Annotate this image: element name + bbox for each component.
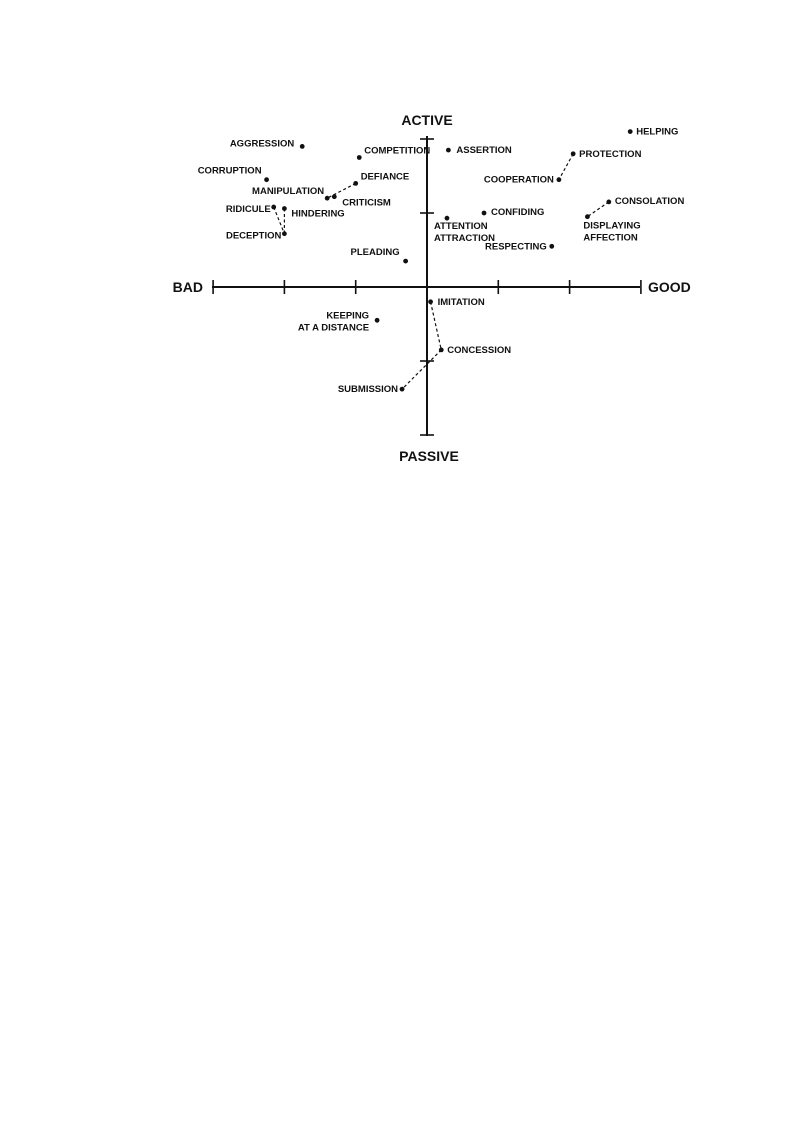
- data-point: [282, 231, 287, 237]
- connection-line: [587, 201, 610, 218]
- data-point: [282, 206, 287, 211]
- data-label: ASSERTION: [456, 145, 512, 156]
- data-point: [627, 129, 633, 135]
- data-label: SUBMISSION: [338, 384, 398, 395]
- data-label: CONSOLATION: [615, 196, 685, 207]
- data-label: DEFIANCE: [361, 171, 410, 182]
- data-point: [428, 299, 433, 305]
- data-point: [271, 204, 277, 210]
- data-point: [353, 181, 359, 186]
- axis-label-left: BAD: [173, 279, 203, 295]
- data-point: [331, 194, 337, 200]
- data-point: [606, 199, 612, 205]
- data-label: CRITICISM: [342, 198, 391, 209]
- data-label: IMITATION: [438, 297, 485, 308]
- connections: [273, 153, 610, 390]
- data-label: AGGRESSION: [230, 138, 295, 149]
- connection-line: [273, 206, 285, 234]
- data-label: COMPETITION: [364, 146, 430, 157]
- data-label: MANIPULATION: [252, 186, 324, 197]
- data-label: HINDERING: [291, 209, 344, 220]
- data-point: [356, 155, 362, 160]
- data-label: PROTECTION: [579, 149, 641, 160]
- data-point: [438, 347, 444, 353]
- data-label: CONFIDING: [491, 207, 544, 218]
- data-label: HELPING: [636, 127, 678, 138]
- data-points: HELPING PROTECTION COOPERATION CONSOLATION D…: [198, 127, 685, 396]
- data-point: [556, 177, 562, 183]
- data-label: CORRUPTION: [198, 166, 262, 177]
- data-label: PLEADING: [351, 247, 400, 258]
- data-point: [374, 317, 380, 323]
- connection-line: [401, 349, 442, 390]
- axes: ACTIVE PASSIVE BAD GOOD: [173, 112, 691, 464]
- data-label: CONCESSION: [447, 345, 511, 356]
- axis-label-bottom: PASSIVE: [399, 448, 459, 464]
- data-point: [549, 243, 555, 249]
- axis-label-top: ACTIVE: [401, 112, 452, 128]
- data-label: COOPERATION: [484, 175, 554, 186]
- connection-line: [558, 153, 574, 180]
- data-label: RESPECTING: [485, 241, 547, 252]
- data-point: [264, 177, 269, 183]
- data-label: RIDICULE: [226, 204, 271, 215]
- connection-line: [326, 182, 356, 199]
- data-label: DECEPTION: [226, 231, 282, 242]
- data-point: [399, 386, 405, 392]
- data-point: [299, 144, 305, 149]
- data-point: [324, 195, 330, 201]
- data-point: [570, 151, 576, 157]
- axis-ticks: [212, 138, 642, 436]
- data-point: [444, 215, 450, 221]
- axis-label-right: GOOD: [648, 279, 691, 295]
- data-point: [481, 210, 487, 216]
- connection-line: [429, 301, 442, 351]
- data-point: [585, 214, 590, 220]
- data-point: [403, 258, 409, 264]
- data-point: [445, 147, 451, 153]
